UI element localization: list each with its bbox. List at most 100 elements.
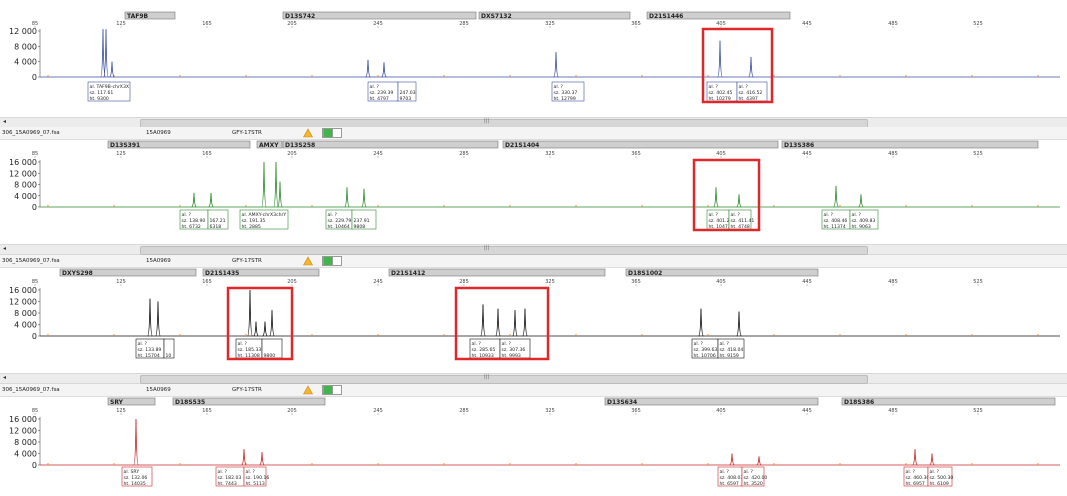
sample-info-bar-red: 306_15A0969_07.fsa 15A0969 GFY-17STR <box>0 384 1067 397</box>
peak-callout <box>551 81 585 102</box>
x-tick-label: 85 <box>32 151 38 157</box>
x-tick-label: 485 <box>888 151 898 157</box>
y-tick-label: 0 <box>32 73 37 82</box>
y-tick-label: 16 000 <box>9 158 37 167</box>
marker-label: DXYS298 <box>62 270 93 277</box>
marker-bar <box>107 397 156 406</box>
callout-text: al. ? <box>370 84 380 90</box>
callout-text: sz. 138.90 <box>182 218 206 224</box>
callout-text: ht. 6109 <box>930 481 949 487</box>
x-tick-label: 285 <box>459 279 469 285</box>
x-tick-label: 405 <box>716 279 726 285</box>
warning-icon[interactable] <box>303 256 313 266</box>
callout-text: al. ? <box>930 469 940 475</box>
peak <box>155 301 161 337</box>
peak <box>729 453 735 466</box>
callout-text: ht. 9159 <box>720 353 739 359</box>
callout-text: sz. 132.06 <box>124 475 148 481</box>
y-tick-label: 16 000 <box>9 415 37 424</box>
callout-text: al. TAF9B-chrX3X <box>90 84 130 90</box>
marker-bar <box>625 268 819 277</box>
y-tick-label: 8 000 <box>14 438 37 447</box>
marker-label: D18S535 <box>175 399 205 406</box>
x-tick-label: 445 <box>802 279 812 285</box>
callout-text: ht. 6732 <box>182 224 201 230</box>
callout-text: sz. 191.35 <box>242 218 266 224</box>
x-tick-label: 365 <box>631 21 641 27</box>
peak <box>512 310 518 337</box>
marker-bar <box>282 140 499 149</box>
scrollbar-2[interactable]: ◂ ||| <box>0 244 1067 255</box>
peak-callout <box>741 466 765 487</box>
pass-status-icon[interactable] <box>323 256 333 266</box>
pass-status-icon[interactable] <box>323 385 333 395</box>
scroll-thumb[interactable] <box>140 246 868 255</box>
x-tick-label: 205 <box>287 21 297 27</box>
scroll-grip: ||| <box>484 374 490 380</box>
scrollbar-3[interactable]: ◂ ||| <box>0 373 1067 384</box>
peak <box>833 185 839 208</box>
x-tick-label: 245 <box>373 21 383 27</box>
peak <box>522 308 528 337</box>
peak <box>361 188 367 208</box>
y-tick-label: 0 <box>32 461 37 470</box>
marker-label: SRY <box>110 399 124 406</box>
callout-text: al. SRY <box>124 469 140 475</box>
peak <box>495 308 501 337</box>
x-tick-label: 325 <box>545 279 555 285</box>
x-tick-label: 485 <box>888 279 898 285</box>
x-tick-label: 245 <box>373 408 383 414</box>
x-tick-label: 85 <box>32 279 38 285</box>
highlight-box <box>692 158 761 232</box>
peak <box>208 192 214 208</box>
scroll-left-mark: ◂ <box>3 245 7 252</box>
peak-callout <box>351 209 377 230</box>
callout-text: 167.21 <box>210 218 226 224</box>
x-tick-label: 85 <box>32 408 38 414</box>
peak <box>717 40 723 78</box>
callout-text: ht. 2885 <box>242 224 261 230</box>
callout-text: al. ? <box>709 212 719 218</box>
warning-icon[interactable] <box>303 385 313 395</box>
scroll-grip: ||| <box>484 118 490 124</box>
y-tick-label: 8 000 <box>14 42 37 51</box>
pass-status-icon[interactable] <box>323 128 333 138</box>
callout-text: sz. 401.27 <box>709 218 733 224</box>
peak <box>736 194 742 208</box>
peak-callout <box>239 209 289 230</box>
marker-bar <box>781 140 1039 149</box>
peak <box>713 187 719 208</box>
callout-text: sz. 133.89 <box>138 347 162 353</box>
x-tick-label: 205 <box>287 151 297 157</box>
panel-name: GFY-17STR <box>232 387 262 393</box>
x-tick-label: 205 <box>287 408 297 414</box>
callout-text: ht. 9300 <box>90 96 109 102</box>
warning-icon[interactable] <box>303 128 313 138</box>
callout-text: sz. 307.36 <box>502 347 526 353</box>
marker-bar <box>841 397 1056 406</box>
x-tick-label: 405 <box>716 408 726 414</box>
highlight-box <box>701 27 774 104</box>
y-tick-label: 4 000 <box>14 450 37 459</box>
scroll-thumb[interactable] <box>140 375 868 384</box>
file-name: 306_15A0969_07.fsa <box>2 387 60 393</box>
callout-text: sz. 229.79 <box>328 218 352 224</box>
callout-text: al. ? <box>238 341 248 347</box>
peak <box>273 161 279 208</box>
file-name: 306_15A0969_07.fsa <box>2 258 60 264</box>
marker-bar <box>59 268 197 277</box>
x-tick-label: 325 <box>545 408 555 414</box>
callout-text: 9808 <box>354 224 366 230</box>
callout-text: al. ? <box>720 341 730 347</box>
x-tick-label: 445 <box>802 151 812 157</box>
marker-label: D13S634 <box>607 399 637 406</box>
x-tick-label: 245 <box>373 151 383 157</box>
callout-text: sz. 409.83 <box>852 218 876 224</box>
callout-text: 6318 <box>210 224 222 230</box>
callout-text: ht. 10933 <box>472 353 494 359</box>
highlight-box <box>226 286 294 361</box>
peak <box>261 161 267 208</box>
marker-label: D21S1435 <box>205 270 239 277</box>
peak-callout <box>243 466 267 487</box>
peak <box>698 308 704 337</box>
